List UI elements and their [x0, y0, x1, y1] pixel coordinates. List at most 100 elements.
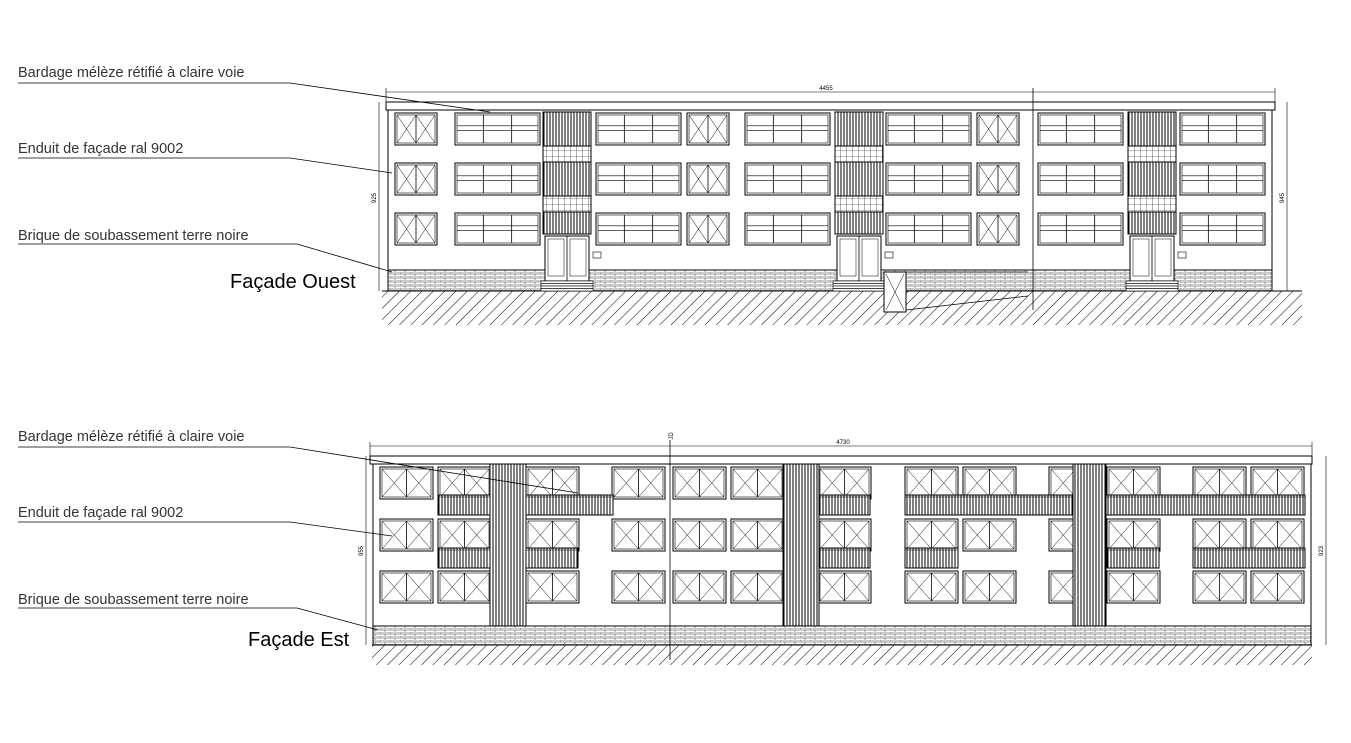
stair-core	[832, 111, 894, 292]
entrance-door	[1129, 235, 1175, 282]
window-casement	[1250, 570, 1305, 604]
window-casement	[904, 570, 959, 604]
window-ribbon	[595, 212, 682, 246]
window-casement	[525, 466, 580, 500]
window-casement	[1106, 570, 1161, 604]
window-casement	[962, 518, 1017, 552]
window-casement	[817, 570, 872, 604]
window-casement	[1106, 518, 1161, 552]
window-ribbon	[454, 112, 541, 146]
west-label-render: Enduit de façade ral 9002	[18, 141, 183, 157]
east-ground-hatch	[372, 645, 1312, 665]
window-casement	[1192, 518, 1247, 552]
window-casement	[611, 570, 666, 604]
balcony-railing	[1192, 547, 1306, 569]
window-ribbon	[744, 212, 831, 246]
balcony-railing	[817, 547, 871, 569]
window-casement	[686, 162, 730, 196]
window-casement	[962, 570, 1017, 604]
window-casement	[976, 162, 1020, 196]
window-casement	[379, 518, 434, 552]
west-brick-plinth	[387, 269, 1273, 292]
window-casement	[904, 518, 959, 552]
east-label-cladding: Bardage mélèze rétifié à claire voie	[18, 429, 244, 445]
west-dim-left: 925	[372, 192, 378, 203]
window-casement	[394, 112, 438, 146]
window-casement	[525, 570, 580, 604]
window-casement	[525, 518, 580, 552]
stair-core	[540, 111, 602, 292]
east-dim-width: 4730	[836, 440, 850, 446]
east-facade-title: Façade Est	[248, 629, 350, 651]
basement-door	[883, 271, 1029, 313]
east-brick-plinth	[372, 625, 1312, 646]
window-casement	[611, 518, 666, 552]
window-casement	[437, 570, 492, 604]
window-ribbon	[885, 212, 972, 246]
west-facade-title: Façade Ouest	[230, 271, 356, 293]
window-ribbon	[1179, 112, 1266, 146]
west-label-cladding: Bardage mélèze rétifié à claire voie	[18, 65, 244, 81]
balcony-railing	[904, 547, 959, 569]
window-casement	[976, 212, 1020, 246]
east-label-brick: Brique de soubassement terre noire	[18, 592, 249, 608]
stair-core	[489, 463, 527, 627]
stair-core	[782, 463, 820, 627]
window-casement	[730, 518, 785, 552]
window-ribbon	[1037, 112, 1124, 146]
window-casement	[1106, 466, 1161, 500]
balcony-railing	[1106, 547, 1160, 569]
window-casement	[976, 112, 1020, 146]
east-roof-slab	[369, 455, 1313, 465]
stair-core	[1072, 463, 1107, 627]
window-casement	[962, 466, 1017, 500]
window-casement	[394, 162, 438, 196]
east-axis-mark: JD	[669, 432, 675, 440]
window-casement	[1192, 570, 1247, 604]
entrance-door	[836, 235, 882, 282]
window-casement	[1250, 466, 1305, 500]
window-casement	[904, 466, 959, 500]
stair-core	[1125, 111, 1187, 292]
east-dim-right: 923	[1319, 545, 1325, 556]
west-ground-hatch	[382, 291, 1302, 325]
west-windows	[394, 112, 1266, 246]
window-casement	[730, 466, 785, 500]
window-ribbon	[885, 162, 972, 196]
east-label-render: Enduit de façade ral 9002	[18, 505, 183, 521]
window-casement	[379, 570, 434, 604]
window-ribbon	[595, 112, 682, 146]
west-label-brick: Brique de soubassement terre noire	[18, 228, 249, 244]
east-facade: JD 4730 955 923 Bardage mélèze rétifié à…	[18, 429, 1327, 665]
window-casement	[1250, 518, 1305, 552]
window-ribbon	[744, 162, 831, 196]
window-casement	[672, 466, 727, 500]
window-casement	[672, 518, 727, 552]
window-ribbon	[744, 112, 831, 146]
window-casement	[686, 212, 730, 246]
west-roof-slab	[385, 101, 1276, 111]
east-stair-cores	[489, 463, 1107, 627]
west-facade: 4455 925 945 Bardage mélèze rétifié à cl…	[18, 65, 1302, 325]
window-casement	[611, 466, 666, 500]
west-dim-right: 945	[1280, 192, 1286, 203]
window-ribbon	[885, 112, 972, 146]
window-casement	[730, 570, 785, 604]
window-ribbon	[1179, 212, 1266, 246]
window-ribbon	[595, 162, 682, 196]
window-casement	[672, 570, 727, 604]
window-casement	[1192, 466, 1247, 500]
entrance-door	[544, 235, 590, 282]
window-ribbon	[1037, 212, 1124, 246]
window-ribbon	[1179, 162, 1266, 196]
window-ribbon	[1037, 162, 1124, 196]
window-casement	[817, 518, 872, 552]
window-ribbon	[454, 212, 541, 246]
west-stair-cores	[540, 111, 1187, 313]
window-casement	[437, 466, 492, 500]
west-dim-width: 4455	[819, 86, 833, 92]
window-casement	[817, 466, 872, 500]
window-casement	[394, 212, 438, 246]
window-ribbon	[454, 162, 541, 196]
